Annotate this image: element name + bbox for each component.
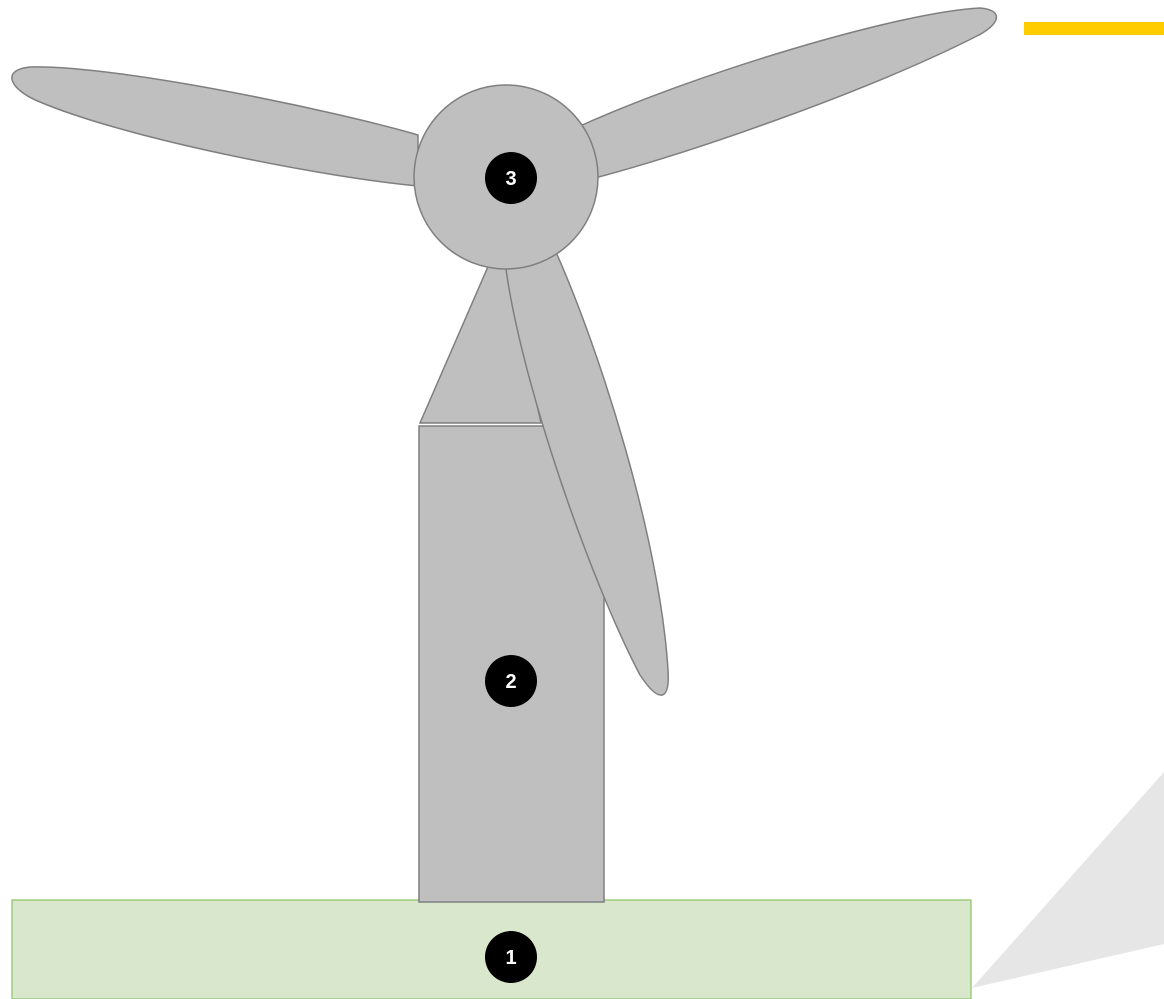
rotor-blades — [11, 7, 998, 696]
marker-ground: 1 — [485, 931, 537, 983]
marker-tower-label: 2 — [505, 671, 516, 693]
marker-rotor-circle — [485, 152, 537, 204]
marker-rotor-label: 3 — [505, 168, 516, 190]
blade-left — [11, 66, 419, 187]
accent-bar — [1024, 22, 1164, 35]
marker-tower-circle — [485, 655, 537, 707]
blade-right — [579, 7, 998, 179]
marker-ground-circle — [485, 931, 537, 983]
marker-rotor: 3 — [485, 152, 537, 204]
shadow-shape — [972, 772, 1164, 988]
marker-ground-label: 1 — [505, 947, 516, 969]
blade-down — [504, 249, 669, 696]
marker-tower: 2 — [485, 655, 537, 707]
